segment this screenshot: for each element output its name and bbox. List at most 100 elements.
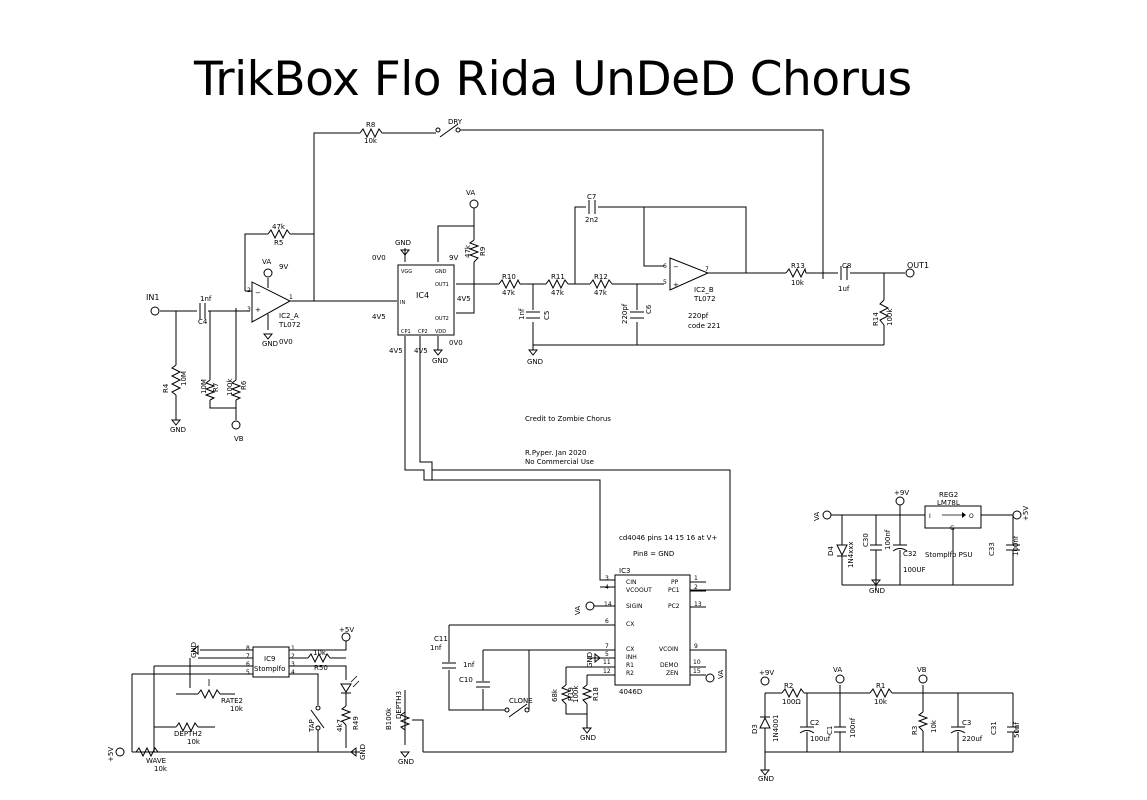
net-gnd-ic9: GND	[190, 642, 198, 658]
ic2b-ref: IC2_B	[694, 286, 714, 294]
r8-value: 10k	[364, 137, 378, 145]
svg-text:3: 3	[247, 306, 251, 313]
net-vb-r6: VB	[234, 435, 244, 443]
net-9v-filter: +9V	[759, 669, 774, 677]
supply-filter: +9V VA VB R2 100Ω R1 10k D3 1N4001 C2 10…	[751, 666, 1021, 783]
r19-value: 68k	[551, 688, 559, 702]
r5-value: 47k	[272, 223, 286, 231]
r14-value: 100k	[886, 308, 894, 326]
ic4-pin-cp1: CP1	[401, 329, 411, 335]
r3-value: 10k	[930, 719, 938, 733]
r11-value: 47k	[551, 289, 565, 297]
rate2-value: 10k	[230, 705, 244, 713]
ic4-pin-vgg: VGG	[401, 269, 412, 275]
ic4-pin-out1: OUT1	[435, 282, 449, 288]
ic3-pin-cin: CIN	[626, 579, 636, 586]
r6-ref: R6	[240, 380, 248, 390]
audio-net-labels: VA 9V GND 0V0 0V0 4V5 GND 9V VA 4V5 4V5 …	[170, 189, 543, 443]
net-4v5-ic4-in: 4V5	[372, 313, 386, 321]
c33-ref: C33	[988, 542, 996, 556]
svg-text:4: 4	[291, 669, 295, 676]
c2-ref: C2	[810, 719, 819, 727]
capacitor-c6: 220pf C6	[621, 303, 653, 324]
resistor-r7: 10M R7	[200, 379, 220, 401]
d4-ref: D4	[827, 546, 835, 556]
net-4v5-cp1: 4V5	[389, 347, 403, 355]
svg-text:15: 15	[693, 668, 701, 675]
ic3-pin-pc1: PC1	[668, 587, 680, 594]
net-0v0-ic2a: 0V0	[279, 338, 293, 346]
r8-ref: R8	[366, 121, 375, 129]
ic3-pin-vcoin: VCOIN	[659, 646, 678, 653]
r3-ref: R3	[911, 726, 919, 735]
resistor-r12: R12 47k	[589, 273, 613, 297]
svg-text:2: 2	[694, 584, 698, 591]
net-gnd-psu: GND	[869, 587, 885, 595]
net-4v5-ic4-out: 4V5	[457, 295, 471, 303]
svg-text:1: 1	[694, 575, 698, 582]
c6-note-value: 220pf	[688, 312, 709, 320]
net-4v5-cp2: 4V5	[414, 347, 428, 355]
clone-switch: CLONE	[504, 650, 533, 718]
dry-ref: DRY	[448, 118, 463, 126]
reg-pin-i: I	[929, 513, 931, 520]
svg-text:6: 6	[246, 661, 250, 668]
svg-text:2: 2	[291, 653, 295, 660]
capacitor-c10: 1nf C10	[459, 649, 615, 710]
pot-depth3: B100k DEPTH3 GND	[385, 690, 424, 766]
ic3-value: 4046D	[619, 688, 642, 696]
r13-value: 10k	[791, 279, 805, 287]
c6-value: 220pf	[621, 303, 629, 324]
r5-ref: R5	[274, 239, 283, 247]
capacitor-c11: C11 1nf	[430, 624, 615, 711]
c10-value: 1nf	[463, 661, 475, 669]
r18-ref: R18	[592, 687, 600, 701]
svg-text:5: 5	[663, 279, 667, 286]
net-9v-reg: +9V	[894, 489, 909, 497]
c1-ref: C1	[826, 726, 834, 735]
c1-value: 100nf	[849, 717, 857, 738]
note-cd4046-pins: cd4046 pins 14 15 16 at V+	[619, 534, 717, 542]
ic3-pin-pc2: PC2	[668, 603, 680, 610]
reg-pin-o: O	[969, 513, 974, 520]
resistor-r50: 10k R50	[307, 649, 331, 672]
ic3-pin-zen: ZEN	[666, 670, 678, 677]
r7-value: 10M	[200, 379, 208, 394]
note-credit: Credit to Zombie Chorus	[525, 415, 611, 423]
ic3-pin-sigin: SIGIN	[626, 603, 643, 610]
ic4-pin-gnd: GND	[435, 269, 447, 275]
psu-label: Stomplfo PSU	[925, 551, 972, 559]
svg-text:5: 5	[605, 651, 609, 658]
output-jack: OUT1	[905, 261, 929, 278]
net-gnd-r4: GND	[170, 426, 186, 434]
note-author: R.Pyper. Jan 2020	[525, 449, 586, 457]
net-0v0-ic4-bottom: 0V0	[449, 339, 463, 347]
reg2-ref: REG2	[939, 491, 958, 499]
r2-ref: R2	[784, 682, 793, 690]
svg-text:6: 6	[663, 263, 667, 270]
depth2-value: 10k	[187, 738, 201, 746]
net-gnd-filter: GND	[758, 775, 774, 783]
input-jack: IN1	[146, 293, 160, 316]
ic4-pin-in: IN	[400, 300, 405, 306]
pot-rate2: RATE2 10k	[176, 658, 244, 713]
psu-caps: D4 1N4xxx C30 100nf C32 100UF Stomplfo P…	[827, 515, 1020, 595]
reg2-value: LM78L	[937, 499, 960, 507]
d3-value: 1N4001	[772, 714, 780, 742]
c3-ref: C3	[962, 719, 971, 727]
c8-ref: C8	[842, 262, 851, 270]
r9-ref: R9	[479, 247, 487, 256]
ic3-pin-cx1: CX	[626, 621, 634, 628]
net-gnd-r18: GND	[580, 734, 596, 742]
net-gnd-ic2a: GND	[262, 340, 278, 348]
c10-ref: C10	[459, 676, 473, 684]
svg-text:7: 7	[605, 643, 609, 650]
resistor-r9: 47k R9	[464, 239, 487, 263]
c11-ref: C11	[434, 635, 448, 643]
resistor-r10: R10 47k	[498, 273, 521, 297]
svg-text:1: 1	[289, 294, 293, 301]
svg-text:14: 14	[604, 601, 612, 608]
r12-ref: R12	[594, 273, 608, 281]
opamp-ic2a: −+ 23 1 IC2_A TL072	[247, 278, 301, 330]
